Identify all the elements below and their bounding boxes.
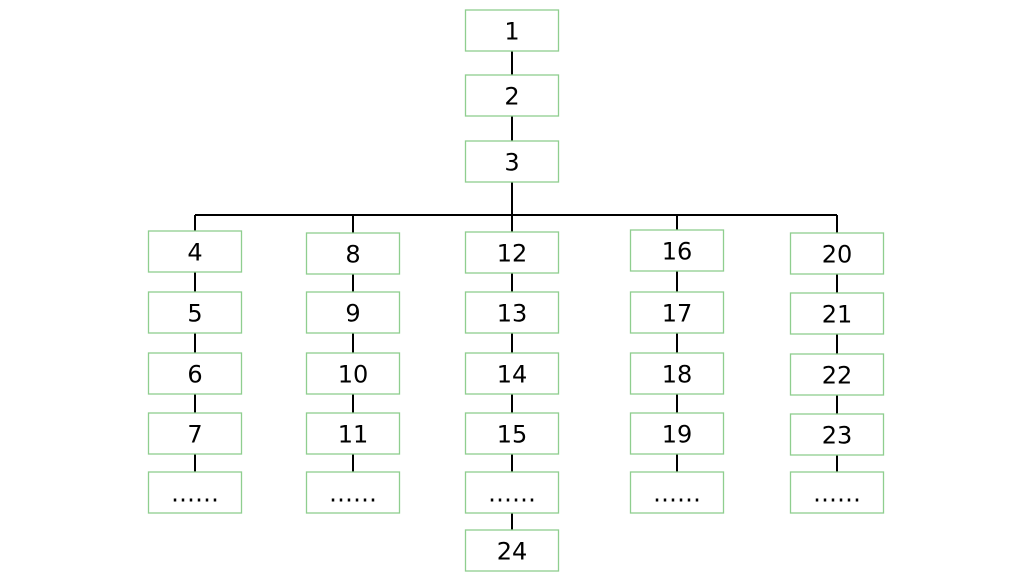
nodes: 1234567……891011……12131415……2416171819……2… — [147, 9, 885, 572]
node-label: 16 — [662, 238, 693, 266]
node-box — [789, 292, 885, 335]
node-branch-1-3: 6 — [147, 352, 243, 395]
node-box — [789, 232, 885, 275]
node-label: 17 — [662, 300, 693, 328]
node-box — [464, 231, 560, 274]
node-branch-5-1: 20 — [789, 232, 885, 275]
node-label: …… — [171, 480, 219, 508]
node-branch-2-5: …… — [305, 471, 401, 514]
node-box — [464, 140, 560, 183]
node-branch-1-2: 5 — [147, 291, 243, 334]
node-label: 15 — [497, 421, 528, 449]
node-branch-1-5: …… — [147, 471, 243, 514]
node-label: 9 — [345, 300, 360, 328]
node-box — [147, 291, 243, 334]
node-label: 7 — [187, 421, 202, 449]
node-box — [305, 291, 401, 334]
node-label: 4 — [187, 239, 202, 267]
node-box — [464, 74, 560, 117]
node-branch-3-2: 13 — [464, 291, 560, 334]
node-box — [789, 353, 885, 396]
node-box — [305, 352, 401, 395]
node-box — [629, 291, 725, 334]
node-box — [464, 9, 560, 52]
node-label: 11 — [338, 421, 369, 449]
node-branch-2-3: 10 — [305, 352, 401, 395]
node-branch-5-4: 23 — [789, 413, 885, 456]
node-label: …… — [813, 480, 861, 508]
node-branch-4-3: 18 — [629, 352, 725, 395]
node-label: 24 — [497, 538, 528, 566]
node-box — [629, 412, 725, 455]
node-label: 5 — [187, 300, 202, 328]
node-box — [629, 229, 725, 272]
node-branch-3-3: 14 — [464, 352, 560, 395]
node-label: 10 — [338, 361, 369, 389]
node-branch-3-5: …… — [464, 471, 560, 514]
node-label: …… — [488, 480, 536, 508]
node-branch-4-4: 19 — [629, 412, 725, 455]
node-branch-2-2: 9 — [305, 291, 401, 334]
node-label: …… — [653, 480, 701, 508]
node-branch-4-1: 16 — [629, 229, 725, 272]
node-box — [464, 352, 560, 395]
node-branch-2-4: 11 — [305, 412, 401, 455]
node-label: 14 — [497, 361, 528, 389]
node-box — [305, 232, 401, 275]
node-branch-3-1: 12 — [464, 231, 560, 274]
node-branch-1-4: 7 — [147, 412, 243, 455]
node-label: 20 — [822, 241, 853, 269]
node-chain-2: 2 — [464, 74, 560, 117]
node-label: 2 — [504, 83, 519, 111]
node-branch-4-2: 17 — [629, 291, 725, 334]
node-box — [789, 471, 885, 514]
node-label: 18 — [662, 361, 693, 389]
node-branch-5-2: 21 — [789, 292, 885, 335]
node-label: 12 — [497, 240, 528, 268]
node-label: 8 — [345, 241, 360, 269]
node-label: 13 — [497, 300, 528, 328]
node-box — [464, 291, 560, 334]
node-box — [464, 471, 560, 514]
node-label: 6 — [187, 361, 202, 389]
node-box — [464, 412, 560, 455]
node-box — [147, 230, 243, 273]
node-box — [629, 471, 725, 514]
node-box — [147, 471, 243, 514]
node-label: 21 — [822, 301, 853, 329]
node-box — [789, 413, 885, 456]
node-branch-1-1: 4 — [147, 230, 243, 273]
node-label: 23 — [822, 422, 853, 450]
node-branch-3-4: 15 — [464, 412, 560, 455]
node-label: …… — [329, 480, 377, 508]
node-box — [629, 352, 725, 395]
node-branch-5-5: …… — [789, 471, 885, 514]
node-branch-2-1: 8 — [305, 232, 401, 275]
node-chain-3: 3 — [464, 140, 560, 183]
node-box — [305, 471, 401, 514]
connectors — [194, 51, 838, 530]
node-label: 1 — [504, 18, 519, 46]
node-box — [147, 352, 243, 395]
node-branch-4-5: …… — [629, 471, 725, 514]
node-chain-1: 1 — [464, 9, 560, 52]
node-box — [464, 529, 560, 572]
node-branch-3-6: 24 — [464, 529, 560, 572]
node-label: 3 — [504, 149, 519, 177]
node-branch-5-3: 22 — [789, 353, 885, 396]
node-label: 22 — [822, 362, 853, 390]
node-box — [305, 412, 401, 455]
node-box — [147, 412, 243, 455]
node-label: 19 — [662, 421, 693, 449]
